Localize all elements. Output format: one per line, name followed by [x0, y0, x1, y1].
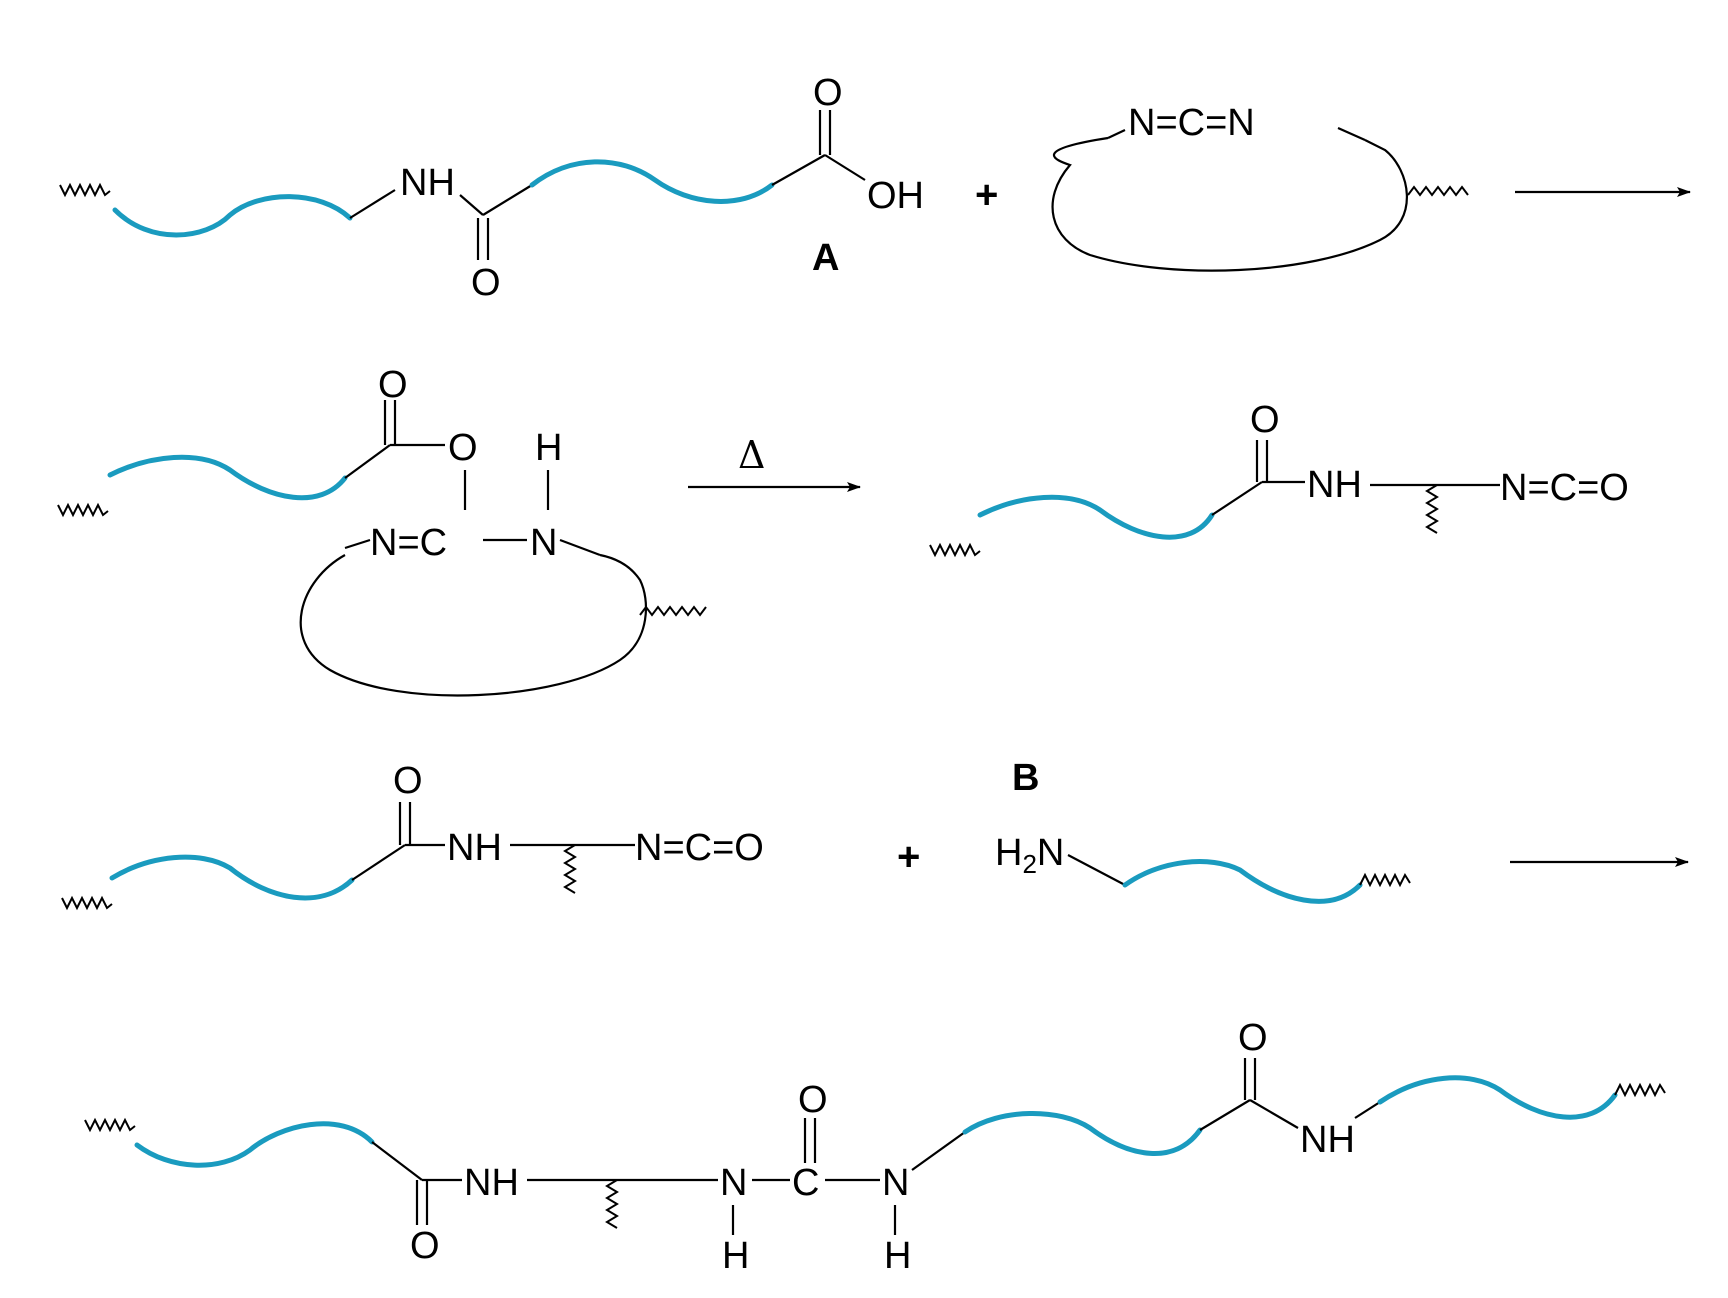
polymer-chain-6: [134, 1121, 375, 1168]
atom-amine-n: N: [1037, 832, 1064, 874]
polymer-chain-7: [962, 1111, 1203, 1156]
bond-n2-chain: [911, 1131, 966, 1171]
bond-carbonyl-chain: [482, 184, 533, 216]
wavy-end-left-6: [84, 1117, 136, 1133]
polymer-chain-2: [107, 454, 348, 501]
atom-nh-row1: NH: [400, 162, 455, 204]
wavy-branch-2: [1425, 484, 1439, 534]
atom-c-urea-row4: C: [792, 1162, 819, 1204]
bond-chain-nh: [349, 189, 396, 219]
bond-ring-n-right-2: [559, 538, 601, 557]
atom-o-left-row4: O: [410, 1225, 440, 1267]
bond-chain-amide-c-3: [351, 844, 406, 881]
polymer-chain-5: [1122, 859, 1363, 904]
bond-nh-carbonyl: [459, 194, 484, 216]
polymer-chain-4: [109, 854, 355, 901]
atom-o-urea-row4: O: [798, 1079, 828, 1121]
polymer-chain-8: [1377, 1075, 1618, 1120]
macrocycle-ring-2: [299, 553, 648, 697]
bond-chain-ester-c: [344, 444, 391, 479]
label-a: A: [812, 237, 839, 279]
atom-n1-row4: N: [720, 1162, 747, 1204]
polymer-chain-1b: [529, 159, 775, 204]
bond-acid-oh: [824, 154, 866, 181]
atom-oh-row1: OH: [867, 175, 924, 217]
macrocycle-ring-1: [1051, 136, 1408, 272]
atom-nh-product-row2: NH: [1307, 464, 1362, 506]
atom-o-amide-row1: O: [471, 262, 501, 304]
bond-ring-n-right: [1337, 126, 1366, 142]
bond-nh-chain-5: [1354, 1101, 1381, 1119]
atom-n-left-row2: N=C: [370, 522, 447, 564]
atom-nh-right-row4: NH: [1300, 1119, 1355, 1161]
row2-isocyanate-product: O NH N=C=O: [929, 399, 1629, 558]
plus-sign-row3: +: [897, 835, 920, 879]
wavy-end-ring-1: [1407, 185, 1469, 197]
atom-o-link-row2: O: [448, 427, 478, 469]
atom-amine-subscript: 2: [1022, 849, 1036, 879]
row4-urea-product: O NH N H C O N H O NH: [84, 1017, 1666, 1277]
wavy-end-right-5: [1359, 872, 1411, 888]
wavy-branch-3: [563, 844, 577, 894]
atom-amine-row3: H2N: [995, 832, 1064, 879]
bond-ring-n-left-2: [344, 538, 371, 550]
atom-isocyanate-row2: N=C=O: [1500, 467, 1629, 509]
row3-isocyanate-reactant: O NH N=C=O: [61, 760, 764, 911]
atom-o-right-row4: O: [1238, 1017, 1268, 1059]
wavy-end-ring-2: [639, 605, 707, 617]
plus-sign-row1: +: [975, 173, 998, 217]
atom-isocyanate-row3: N=C=O: [635, 827, 764, 869]
label-b: B: [1012, 757, 1039, 799]
bond-chain-amide-c-5: [1199, 1099, 1251, 1131]
wavy-branch-4: [605, 1179, 619, 1229]
wavy-end-left-3: [929, 542, 981, 558]
wavy-end-right-8: [1614, 1082, 1666, 1098]
atom-n-right-row2: N: [530, 522, 557, 564]
atom-o-ester-row2: O: [378, 364, 408, 406]
bond-amine-chain: [1067, 854, 1126, 886]
atom-h1-row4: H: [722, 1235, 749, 1277]
row1-reactant-a: NH O O OH A: [59, 72, 924, 304]
atom-h2-row4: H: [884, 1235, 911, 1277]
atom-nh-row3: NH: [447, 827, 502, 869]
atom-o-acid-row1: O: [813, 72, 843, 114]
bond-chain-amide-c-2: [1211, 481, 1263, 516]
atom-o-row3: O: [393, 760, 423, 802]
row3-amine-reactant: H2N: [995, 832, 1411, 904]
atom-amine-h: H: [995, 832, 1022, 874]
polymer-chain-1a: [112, 194, 353, 238]
bond-chain-acid-c: [771, 154, 826, 186]
wavy-end-left-2: [57, 502, 109, 518]
wavy-end-left-1: [59, 182, 111, 198]
bond-ring-n-left: [1107, 129, 1126, 139]
bond-c-nh-5: [1249, 1099, 1299, 1129]
atom-nh-left-row4: NH: [464, 1162, 519, 1204]
row2-intermediate: O O H N=C N: [57, 364, 707, 697]
row1-carbodiimide-macrocycle: N=C=N: [1051, 102, 1469, 272]
atom-o-product-row2: O: [1250, 399, 1280, 441]
atom-h-top-row2: H: [535, 427, 562, 469]
polymer-chain-3: [977, 494, 1215, 540]
heat-symbol: Δ: [738, 433, 765, 477]
bond-chain-amide-c-4: [371, 1141, 423, 1181]
atom-carbodiimide-row1: N=C=N: [1128, 102, 1255, 144]
wavy-end-left-4: [61, 895, 113, 911]
atom-n2-row4: N: [882, 1162, 909, 1204]
